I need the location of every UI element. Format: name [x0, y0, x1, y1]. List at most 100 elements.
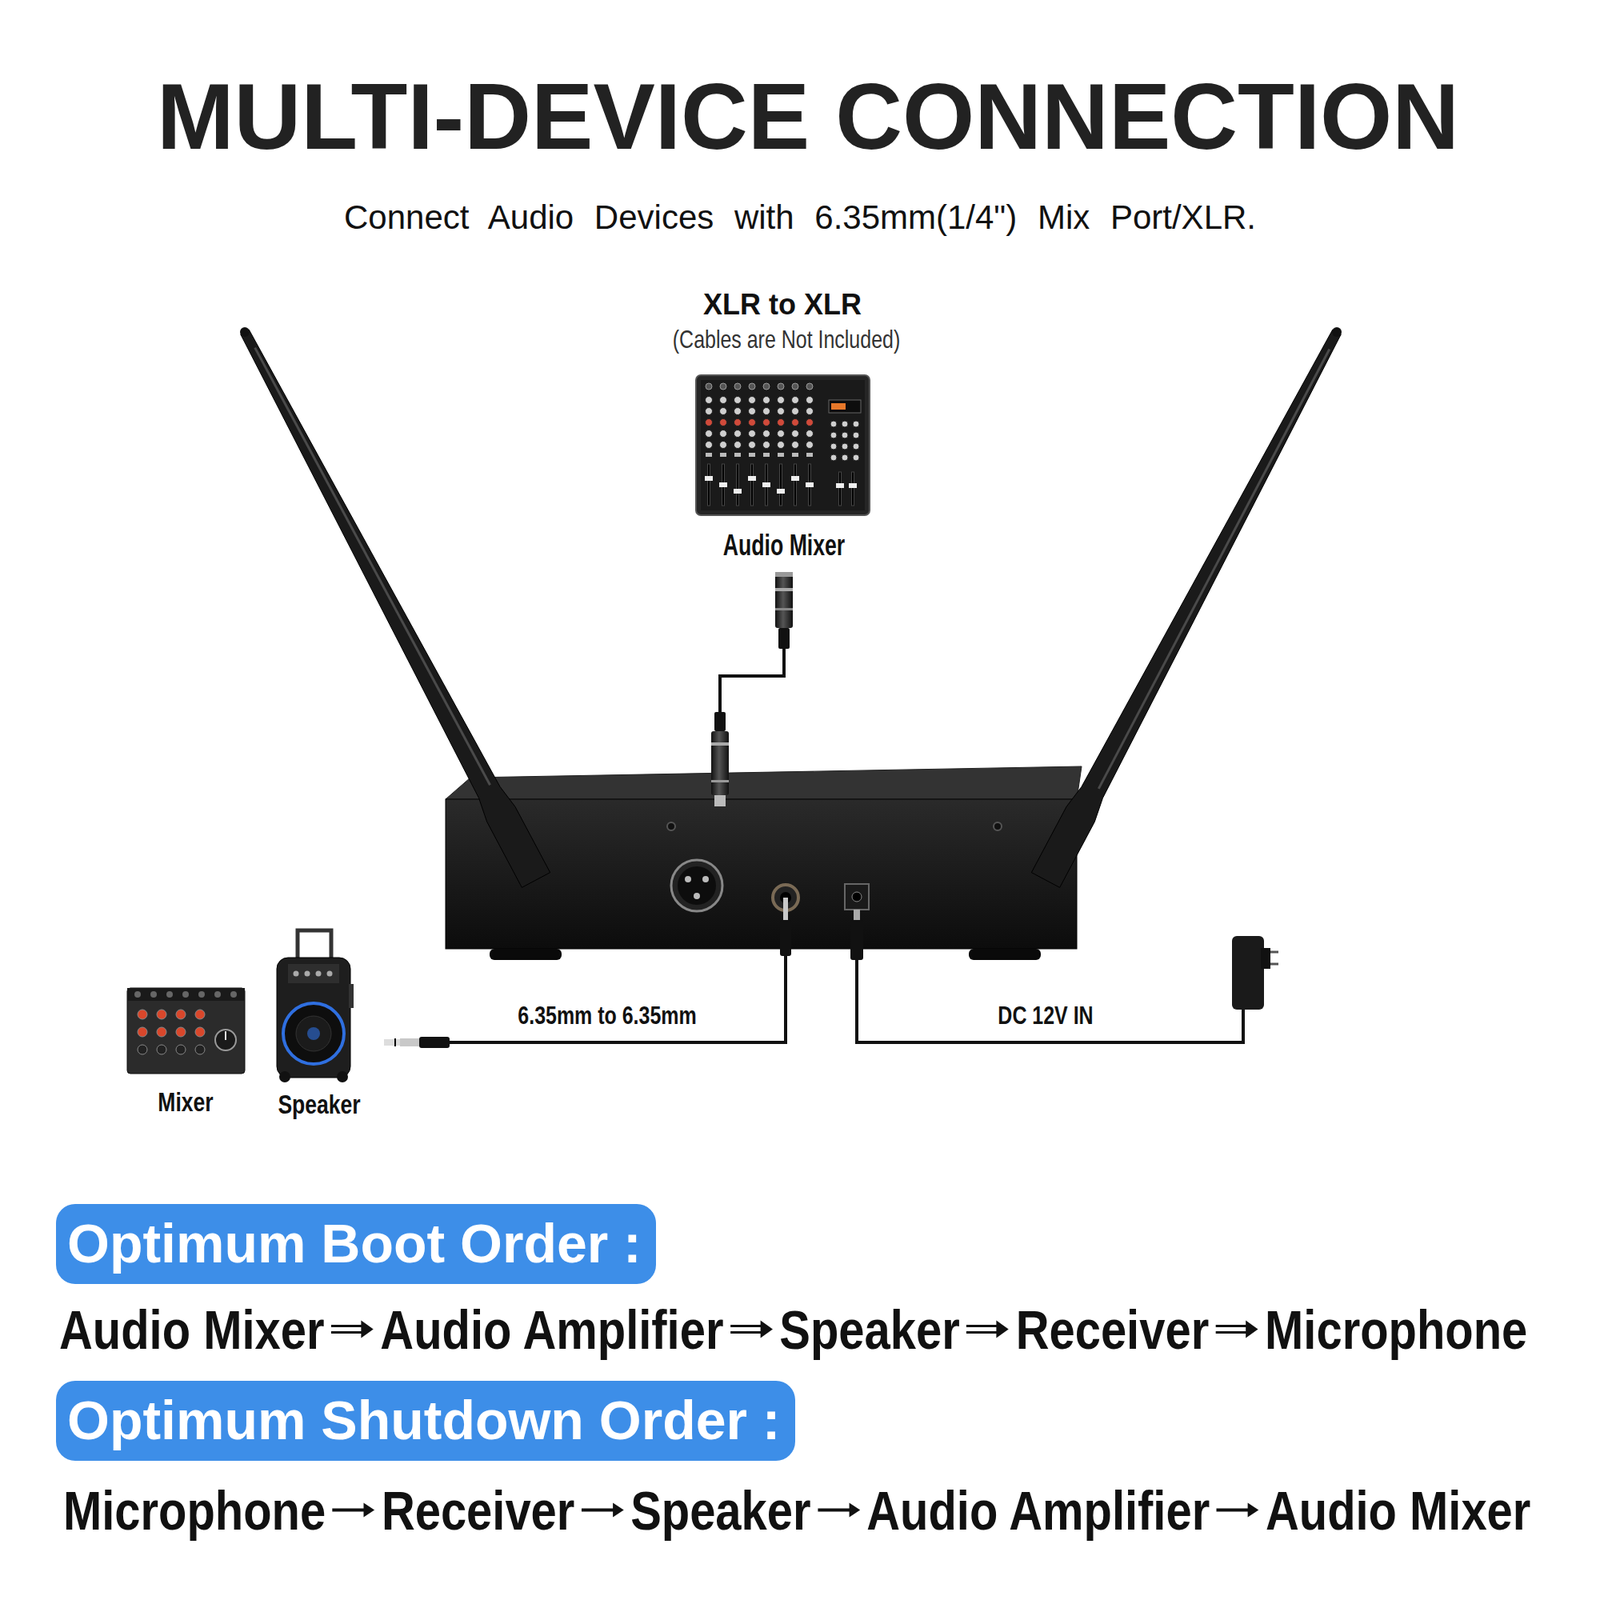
receiver-illustration-part	[844, 884, 869, 910]
sequence-step: Receiver	[381, 1480, 575, 1541]
audio-mixer-illustration-part	[841, 454, 848, 461]
audio-mixer-illustration-part	[830, 420, 837, 428]
sequence-arrow-part	[581, 1508, 616, 1512]
order-heading: Optimum Boot Order :	[67, 1211, 642, 1277]
audio-mixer-illustration-part	[748, 383, 756, 390]
audio-mixer-illustration-part	[734, 430, 742, 438]
antenna-part	[240, 327, 250, 337]
receiver-illustration-part	[968, 948, 1041, 960]
audio-mixer-illustration-part	[777, 452, 784, 457]
sequence-arrow-part	[817, 1508, 852, 1512]
audio-mixer-illustration-part	[792, 408, 800, 416]
power-cable	[850, 909, 1279, 1043]
audio-mixer-illustration-part	[777, 383, 784, 390]
audio-mixer-illustration-part	[806, 430, 814, 438]
audio-mixer-illustration	[696, 375, 870, 516]
sequence-arrow-part	[331, 1324, 364, 1328]
audio-mixer-illustration-part	[792, 383, 799, 390]
receiver-illustration-part	[671, 860, 723, 912]
audio-mixer-illustration-part	[720, 430, 728, 438]
audio-mixer-illustration-part	[748, 430, 756, 438]
receiver-illustration-part	[684, 876, 692, 883]
small-mixer-illustration-part	[150, 991, 157, 998]
sequence-arrow-part	[1248, 1503, 1260, 1518]
sequence-arrow	[815, 1498, 864, 1523]
audio-mixer-illustration-part	[763, 408, 771, 416]
small-mixer-illustration-part	[215, 1029, 236, 1051]
sequence-arrow	[328, 1317, 377, 1342]
sequence-arrow-part	[1245, 1320, 1258, 1339]
jack-cable	[384, 897, 792, 1048]
sequence-slot: Microphone	[63, 1480, 326, 1541]
audio-mixer-illustration-part	[705, 430, 713, 438]
arrow-slot	[325, 1498, 382, 1523]
power-cable-part	[1232, 936, 1264, 1010]
audio-mixer-illustration-part	[777, 396, 785, 404]
audio-mixer-illustration-part	[705, 452, 712, 457]
small-mixer-illustration-part	[127, 988, 245, 1001]
small-mixer-illustration-part	[137, 1009, 148, 1020]
sequence-slot: Audio Mixer	[59, 1300, 325, 1360]
small-mixer-illustration-part	[134, 991, 141, 998]
sequence-step: Audio Mixer	[59, 1300, 325, 1360]
arrow-slot	[1208, 1317, 1265, 1342]
audio-mixer-illustration-part	[763, 383, 770, 390]
audio-mixer-illustration-part	[806, 419, 814, 427]
small-mixer-illustration-part	[230, 991, 237, 998]
audio-mixer-illustration-part	[748, 396, 756, 404]
audio-mixer-illustration-part	[705, 396, 713, 404]
audio-mixer-illustration-part	[794, 464, 797, 506]
small-mixer-illustration-part	[214, 991, 221, 998]
audio-mixer-illustration-part	[806, 408, 814, 416]
sequence-arrow-part	[332, 1508, 368, 1512]
small-mixer-illustration-part	[182, 991, 189, 998]
audio-mixer-illustration-part	[763, 441, 771, 449]
sequence-arrow-part	[730, 1331, 764, 1334]
diagram-label: (Cables are Not Included)	[672, 324, 900, 355]
sequence-row: Audio MixerAudio AmplifierSpeakerReceive…	[59, 1300, 1528, 1360]
audio-mixer-illustration-part	[792, 441, 800, 449]
audio-mixer-illustration-part	[852, 454, 860, 461]
sequence-step: Microphone	[63, 1480, 326, 1541]
sequence-step: Microphone	[1264, 1300, 1528, 1360]
audio-mixer-illustration-part	[762, 482, 771, 488]
title: MULTI-DEVICE CONNECTION	[156, 66, 1460, 169]
jack-cable-part	[780, 920, 792, 956]
xlr-cable	[711, 572, 793, 807]
audio-mixer-illustration-part	[831, 403, 846, 410]
audio-mixer-illustration-part	[806, 383, 813, 390]
audio-mixer-illustration-part	[704, 476, 713, 481]
audio-mixer-illustration-part	[806, 396, 814, 404]
label-slot: Connect Audio Devices with 6.35mm(1/4") …	[344, 198, 1256, 237]
sequence-step: Audio Mixer	[1265, 1480, 1531, 1541]
power-cable-part	[856, 960, 1244, 1043]
small-mixer-illustration-part	[176, 1027, 186, 1037]
xlr-cable-part	[711, 742, 729, 746]
receiver-illustration-part	[702, 876, 709, 883]
audio-mixer-illustration-part	[748, 441, 756, 449]
receiver-illustration-part	[852, 892, 862, 902]
receiver-illustration-part	[993, 822, 1002, 831]
sequence-arrow-part	[730, 1324, 764, 1328]
audio-mixer-illustration-part	[777, 419, 785, 427]
arrow-slot	[960, 1317, 1016, 1342]
speaker-illustration-part	[327, 971, 333, 977]
receiver-illustration-part	[667, 822, 676, 831]
audio-mixer-illustration-part	[830, 454, 837, 461]
receiver-illustration-part	[677, 866, 716, 905]
jack-cable-part	[384, 1039, 400, 1046]
xlr-cable-part	[778, 628, 790, 649]
sequence-arrow	[578, 1498, 627, 1523]
audio-mixer-illustration-part	[734, 452, 741, 457]
sequence-slot: Speaker	[630, 1480, 811, 1541]
xlr-cable-part	[775, 572, 793, 628]
audio-mixer-illustration-part	[748, 452, 756, 457]
diagram-label: Connect Audio Devices with 6.35mm(1/4") …	[344, 198, 1256, 237]
audio-mixer-illustration-part	[852, 443, 860, 450]
sequence-arrow-part	[361, 1320, 374, 1339]
arrow-slot	[574, 1498, 631, 1523]
receiver-illustration-part	[489, 948, 562, 960]
jack-cable-part	[400, 1038, 420, 1047]
